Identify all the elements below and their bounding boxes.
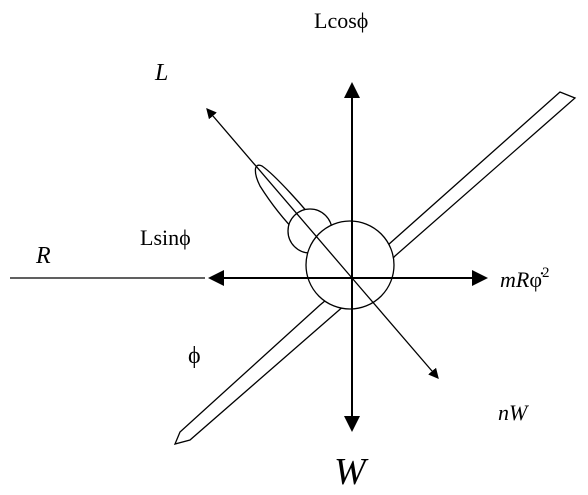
centrifugal-label: mRφ̇2 <box>500 265 550 292</box>
centrifugal-m: m <box>500 267 516 292</box>
load-factor-arrow <box>351 277 439 379</box>
weight-label: W <box>334 451 369 493</box>
nw-label: nW <box>498 400 529 425</box>
centrifugal-exponent: 2 <box>542 265 550 281</box>
lift-arrow <box>206 108 353 279</box>
phi-label: ϕ <box>188 343 201 369</box>
aircraft-shape <box>173 91 577 445</box>
aircraft-hub <box>305 220 395 310</box>
centrifugal-phi: φ̇ <box>529 267 544 292</box>
radius-label: R <box>35 243 51 269</box>
lsin-label: Lsinϕ <box>140 225 191 250</box>
aircraft-tail <box>254 164 322 235</box>
centrifugal-r: R <box>515 267 530 292</box>
lcos-label: Lcosϕ <box>314 8 368 33</box>
lift-label: L <box>154 60 168 86</box>
